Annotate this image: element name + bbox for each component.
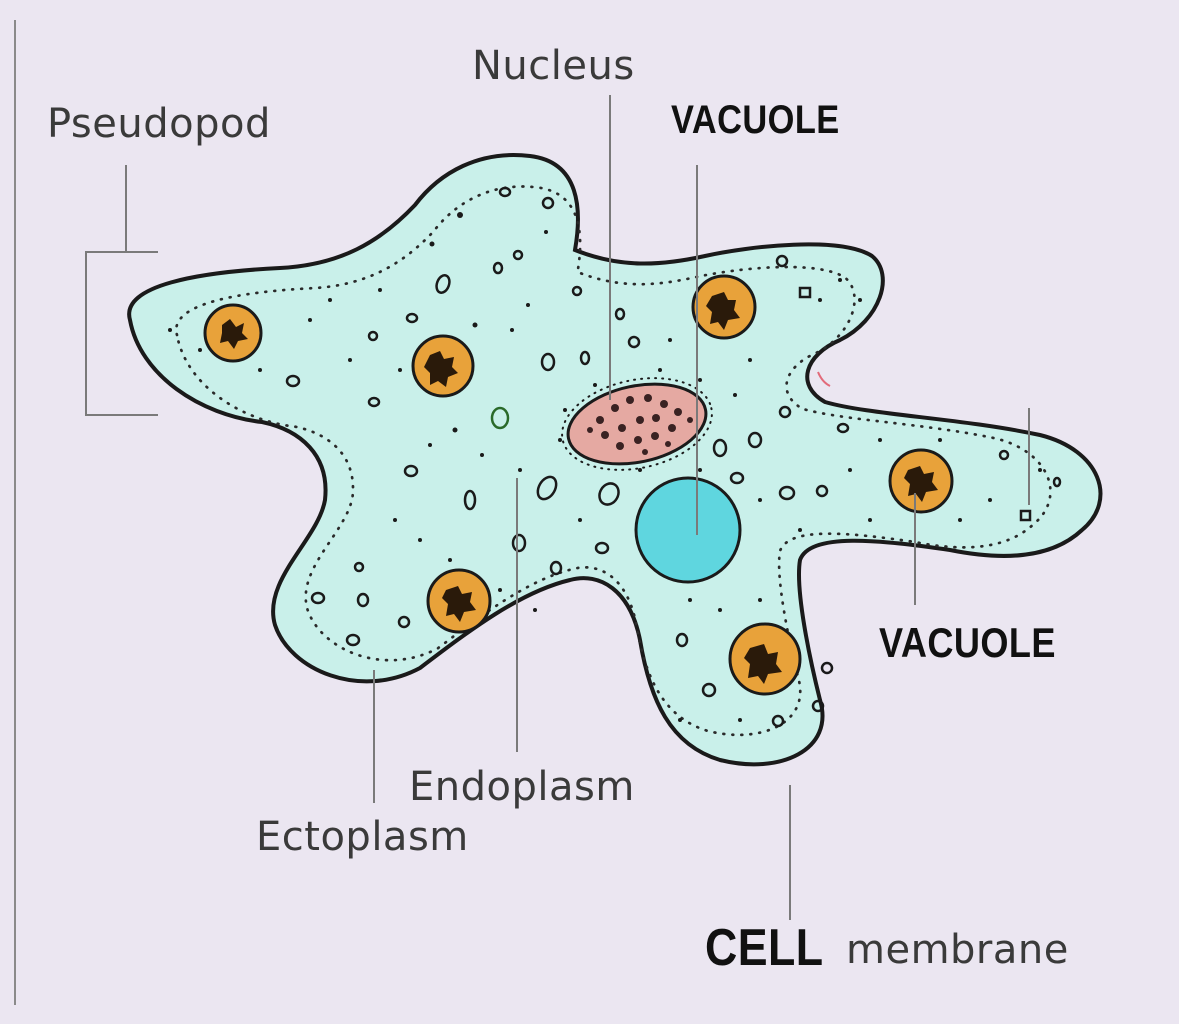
food-vacuole-icon xyxy=(691,274,757,340)
contractile-vacuole xyxy=(634,476,742,584)
food-vacuole-icon xyxy=(411,334,475,398)
label-nucleus: Nucleus xyxy=(472,43,635,89)
label-membrane: membrane xyxy=(846,927,1069,973)
label-endoplasm: Endoplasm xyxy=(409,764,635,810)
notch-mark xyxy=(817,371,831,387)
food-vacuole-icon xyxy=(728,622,802,696)
food-vacuoles xyxy=(203,274,954,696)
label-pseudopod: Pseudopod xyxy=(47,101,271,147)
pseudopod-bracket xyxy=(85,165,158,416)
granule-icon xyxy=(285,186,1062,728)
cytoplasm-dots xyxy=(168,212,1042,722)
left-border-line xyxy=(14,20,16,1005)
food-vacuole-icon xyxy=(888,448,954,514)
leader-lines xyxy=(373,95,1030,920)
label-vacuole-top: VACUOLE xyxy=(671,98,840,142)
food-vacuole-icon xyxy=(203,303,263,363)
nucleus-icon xyxy=(561,377,713,471)
label-ectoplasm: Ectoplasm xyxy=(256,814,469,860)
label-cell: CELL xyxy=(705,919,824,977)
label-vacuole-right: VACUOLE xyxy=(879,619,1056,666)
food-vacuole-icon xyxy=(426,568,492,634)
